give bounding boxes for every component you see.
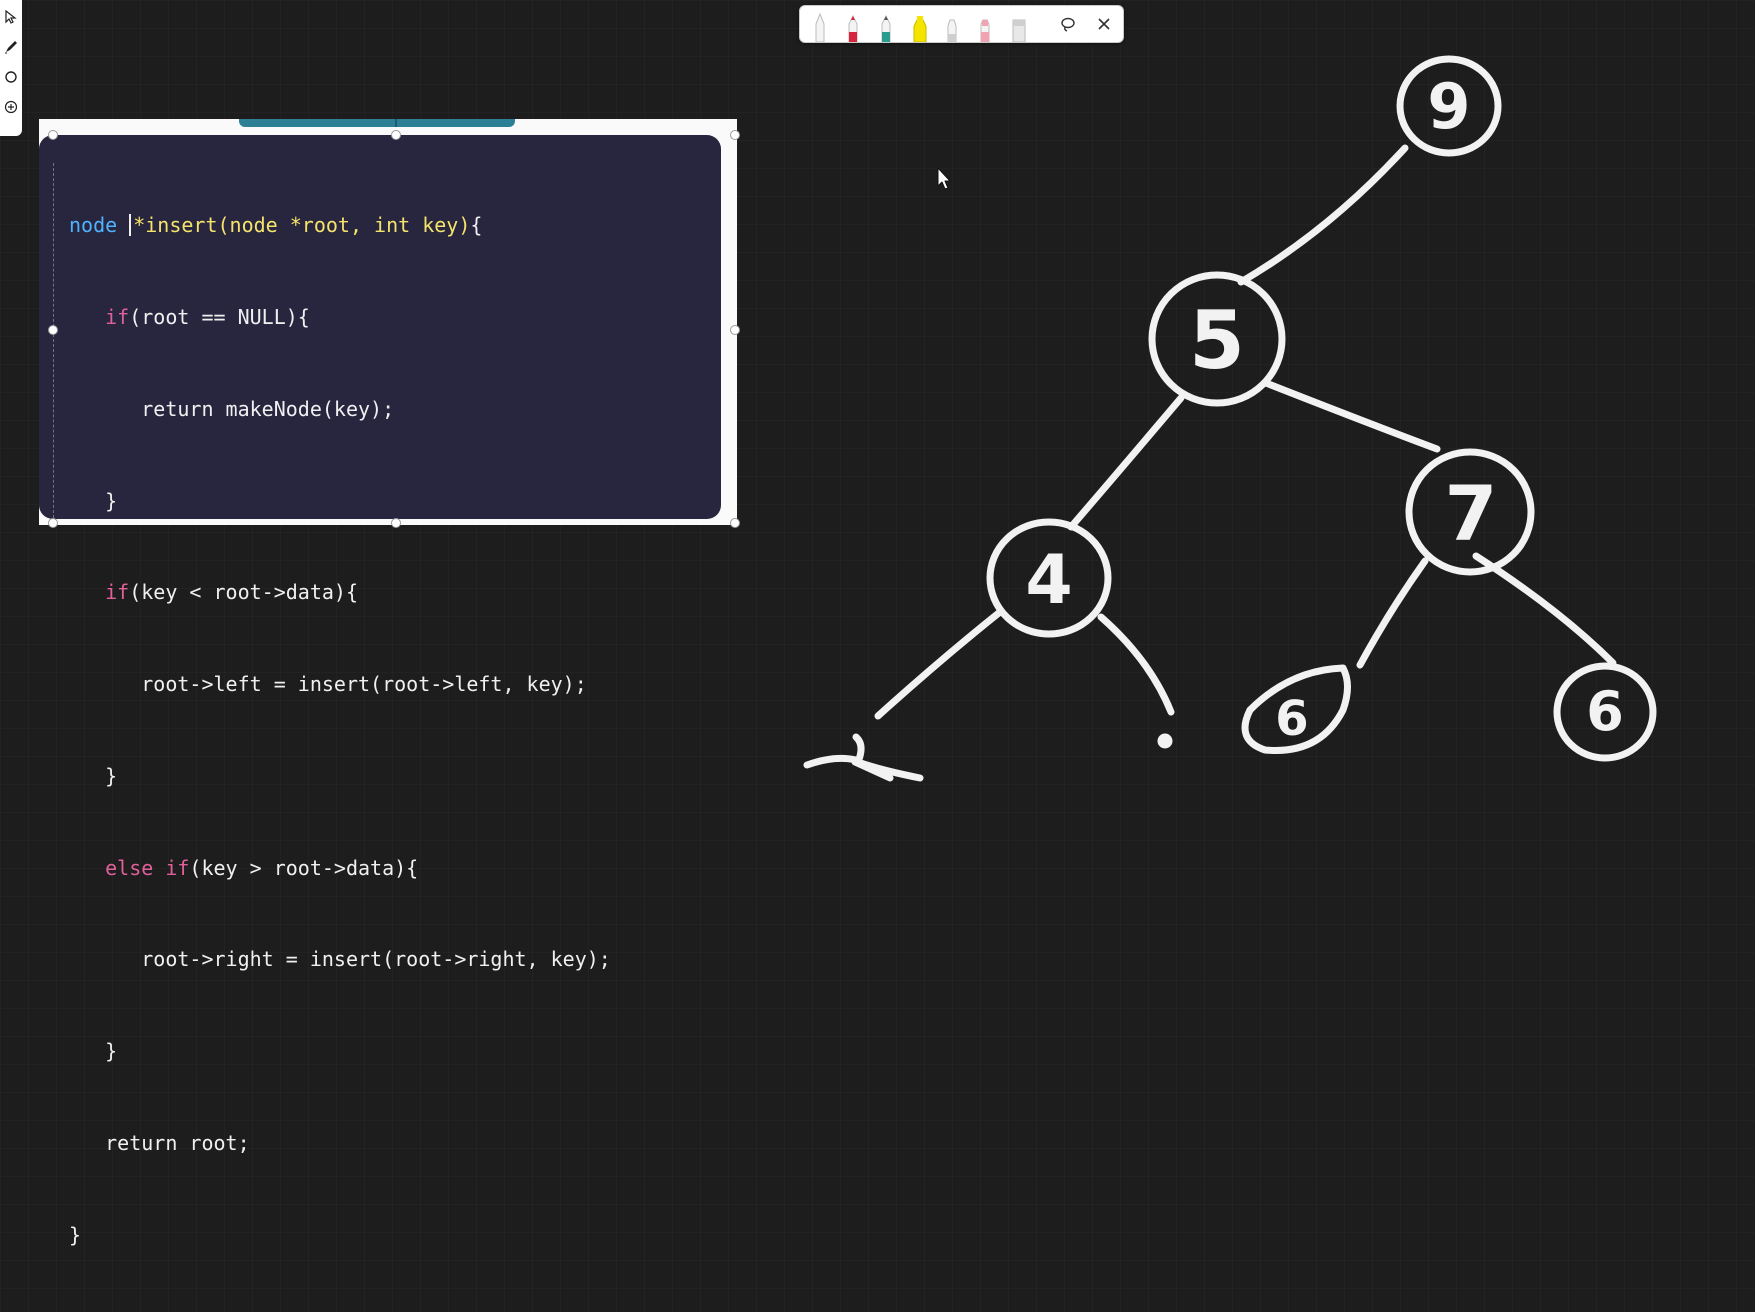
code-token: *insert(node *root, int key) [133,213,471,238]
code-line: root->left = insert(root->left, key); [69,672,587,697]
code-line: } [69,763,118,788]
tree-node-label: 5 [1189,294,1245,387]
tree-node [986,518,1112,638]
code-line: root->right = insert(root->right, key); [69,947,611,972]
code-line: else if(key > root->data){ [105,855,419,880]
tree-node-label: 6 [1275,691,1308,747]
white-pen-icon[interactable] [812,12,828,42]
lasso-icon[interactable] [1057,13,1079,35]
text-cursor [129,214,132,237]
resize-handle[interactable] [391,130,401,140]
resize-handle[interactable] [730,325,740,335]
side-toolbar [0,0,22,136]
resize-handle[interactable] [48,130,58,140]
tree-edge [874,608,1004,720]
teal-pen-icon[interactable] [878,12,894,42]
close-icon[interactable] [1093,13,1115,35]
code-line: node *insert(node *root, int key){ [69,213,483,238]
tree-edge [1067,394,1185,531]
add-icon[interactable] [2,92,20,122]
code-line: } [69,1039,118,1064]
shape-icon[interactable] [2,62,20,92]
tree-node [1241,664,1351,754]
resize-handle[interactable] [48,325,58,335]
code-line: return root; [69,1131,250,1155]
indent-guide [53,163,54,523]
code-token: node [69,213,130,238]
pink-pen-icon[interactable] [977,12,993,42]
tree-node [1148,271,1286,407]
eraser-icon[interactable] [1010,12,1026,42]
gray-pen-icon[interactable] [944,12,960,42]
pen-icon[interactable] [2,32,20,62]
tree-node-label: 4 [1025,541,1072,620]
tree-edge [1097,613,1175,716]
red-pen-icon[interactable] [845,12,861,42]
tree-edge [1356,557,1429,669]
tree-node-label: 6 [1586,680,1624,743]
whiteboard-drawing: 9 5 7 4 6 6 [803,55,1657,782]
tree-edge [1262,379,1441,453]
code-line: if(key < root->data){ [105,580,358,605]
tree-edge [1472,552,1617,667]
resize-handle[interactable] [730,518,740,528]
code-line: if(root == NULL){ [105,304,310,329]
yellow-highlighter-icon[interactable] [911,12,927,42]
resize-handle[interactable] [730,130,740,140]
mouse-cursor-icon [937,167,951,190]
tree-node-label: 9 [1427,70,1470,143]
pointer-icon[interactable] [2,2,20,32]
tree-edge [1237,144,1409,286]
pen-toolbar [799,5,1124,43]
tree-node [1553,662,1657,762]
code-line: } [69,1222,82,1247]
tree-node [1405,448,1535,576]
code-line: } [69,488,118,513]
tree-partial-node [803,733,924,782]
code-line: return makeNode(key); [69,396,395,421]
slide-tab [239,119,515,127]
tree-node [1396,55,1502,157]
tree-node-label: 7 [1445,469,1498,558]
resize-handle[interactable] [48,518,58,528]
resize-handle[interactable] [391,518,401,528]
tree-dot [1157,733,1173,749]
